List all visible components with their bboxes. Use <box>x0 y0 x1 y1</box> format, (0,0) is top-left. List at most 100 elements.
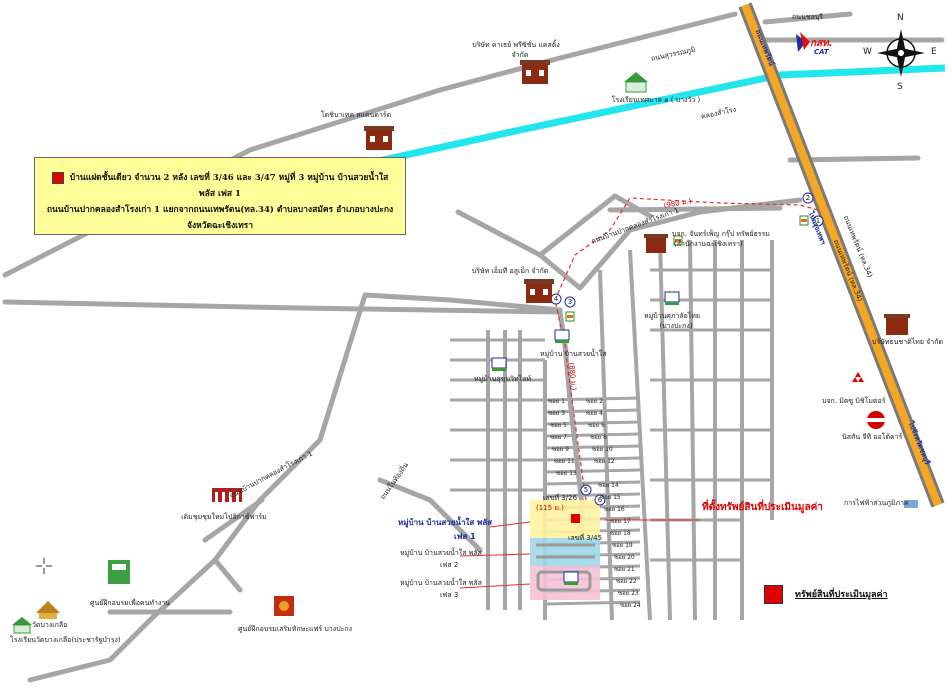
house-number-2: เลขที่ 3/45 <box>568 534 603 542</box>
temple-school-icon <box>12 617 32 634</box>
legend-swatch <box>764 585 783 604</box>
place-mitsubishi: บจก. มิตซู บิชิโมตอร์ <box>822 397 886 405</box>
soi-lines <box>450 268 772 606</box>
marker-6 <box>594 494 606 506</box>
compass-w: W <box>863 47 872 57</box>
place-temple: วัดบางเกลือ <box>32 621 68 629</box>
target-location-label: ที่ตั้งทรัพย์สินที่ประเมินมูลค่า <box>702 502 823 513</box>
local-roads <box>2 11 945 683</box>
place-village-right-2: (บางปะกง) <box>659 322 693 330</box>
place-village-right: หมู่บ้านศุภาลัยไทย <box>643 312 701 320</box>
village-icon-main <box>554 329 570 343</box>
seven-eleven-icon-2 <box>565 311 575 322</box>
cat-logo-icon <box>796 32 810 52</box>
road-label-chonburi: ถนนชลบุรี <box>792 13 824 21</box>
phase1-area <box>530 500 600 538</box>
soi-12: ซอย 12 <box>594 458 615 465</box>
building-icon-pile <box>884 314 910 335</box>
info-line-2: ถนนบ้านปากคลองสำโรงเก่า 1 แยกจากถนนเทพรั… <box>46 205 394 215</box>
marker-3 <box>564 296 576 308</box>
cat-logo-text: กสท. <box>810 38 833 49</box>
soi-3: ซอย 3 <box>548 410 565 417</box>
place-nissan: นิสสัน จีที ออโต้คาร์ <box>842 433 903 441</box>
place-plus-phase2-b: เฟส 2 <box>440 561 459 569</box>
place-school-top: โรงเรียนเทศบาล ๑ ( บางวัว ) <box>611 96 701 104</box>
highway <box>741 3 942 507</box>
phase1-pointer <box>489 521 531 528</box>
soi-21: ซอย 21 <box>614 566 635 573</box>
phase2-area <box>530 538 600 566</box>
temple-icon <box>36 601 60 619</box>
place-toshiba: โตชิบาเทค สแตนดาร์ด <box>320 111 392 119</box>
market-icon <box>212 488 242 502</box>
place-sport: ศูนย์ฝึกอบรมเสริมทักษะแฟร์ บางปะกง <box>238 625 353 633</box>
soi-7: ซอย 7 <box>550 434 567 441</box>
place-chochan: บจก. จันทร์เพ็ญ กรุ๊ป ทรัพย์ธรรม <box>672 230 770 238</box>
building-icon-toshiba <box>364 126 394 150</box>
marker-4-label: 4 <box>553 295 559 303</box>
soi-1: ซอย 1 <box>548 398 565 405</box>
place-plus-phase2: หมู่บ้าน บ้านสวยน้ำใส พลัส <box>400 549 482 557</box>
place-plus-phase3: หมู่บ้าน บ้านสวยน้ำใส พลัส <box>400 579 482 587</box>
property-info-box: บ้านแฝดชั้นเดียว จำนวน 2 หลัง เลขที่ 3/4… <box>34 157 406 235</box>
soi-4: ซอย 4 <box>586 410 603 417</box>
soi-17: ซอย 17 <box>610 518 631 525</box>
route <box>554 197 819 501</box>
compass-icon <box>877 29 925 77</box>
place-plus-phase1: หมู่บ้าน บ้านสวยน้ำใส พลัส <box>398 518 493 527</box>
property-marker-swatch <box>51 171 64 184</box>
village-icon-phase <box>563 571 579 585</box>
info-line-3: จังหวัดฉะเชิงเทรา <box>186 221 254 231</box>
soi-14: ซอย 14 <box>598 482 619 489</box>
soi-15: ซอย 15 <box>600 494 621 501</box>
target-lot <box>571 514 580 523</box>
sport-icon <box>274 596 294 616</box>
place-plus-phase1-b: เฟส 1 <box>454 532 476 541</box>
soi-19: ซอย 19 <box>612 542 633 549</box>
health-icon <box>108 560 130 584</box>
compass-s: S <box>897 82 903 92</box>
marker-3-label: 3 <box>567 298 573 306</box>
marker-5-label: 5 <box>583 486 589 494</box>
soi-20: ซอย 20 <box>614 554 635 561</box>
info-line-1: บ้านแฝดชั้นเดียว จำนวน 2 หลัง เลขที่ 3/4… <box>69 173 389 199</box>
place-electricity: การไฟฟ้าส่วนภูมิภาค <box>844 499 909 507</box>
house-number-1: เลขที่ 3/26 <box>543 494 578 502</box>
place-chochan-2: (สำนักงานฉะเชิงเทรา) <box>674 240 743 248</box>
place-cathay-l1: บริษัท คาเธย์ พรีซิชั่น แคสติ้ง <box>472 41 560 49</box>
village-icon-sukhum <box>491 357 507 371</box>
soi-9: ซอย 9 <box>552 446 569 453</box>
soi-2: ซอย 2 <box>586 398 603 405</box>
legend-label: ทรัพย์สินที่ประเมินมูลค่า <box>795 590 888 600</box>
marker-2-label: 2 <box>805 194 811 202</box>
distance-3: (115 ม.) <box>536 504 564 512</box>
building-icon-cathay <box>520 60 550 84</box>
place-village-main: หมู่บ้าน บ้านสวยน้ำใส <box>540 350 607 358</box>
mitsubishi-icon <box>852 372 864 382</box>
marker-6-label: 6 <box>597 496 603 504</box>
marker-1 <box>812 215 824 227</box>
seven-eleven-icon-1 <box>799 215 809 226</box>
place-cathay-l2: จำกัด <box>511 51 529 59</box>
soi-11: ซอย 11 <box>554 458 575 465</box>
route-markers <box>550 192 824 506</box>
soi-13: ซอย 13 <box>556 470 577 477</box>
place-temple-school: โรงเรียนวัดบางเกลือ(ประชารัฐบำรุง) <box>10 636 121 644</box>
place-village-sukhum: หมู่บ้านสุขุมวิทไลท์ <box>474 375 532 383</box>
building-icon-chochan <box>644 234 668 253</box>
place-mso: บริษัท เอ็มที อลูเม็ก จำกัด <box>471 267 549 275</box>
marker-5 <box>580 484 592 496</box>
electricity-icon <box>904 500 918 508</box>
soi-23: ซอย 23 <box>618 590 639 597</box>
cat-logo-sub: CAT <box>814 48 829 56</box>
soi-18: ซอย 18 <box>610 530 631 537</box>
soi-24: ซอย 24 <box>620 602 641 609</box>
building-icon-mso <box>524 279 554 303</box>
place-pile-company: บริษัทธนชาติไทย จำกัด <box>872 338 943 346</box>
soi-6: ซอย 6 <box>588 422 605 429</box>
place-health: ศูนย์ฝึกอบรมเพื่อคนทำงาน <box>90 599 171 607</box>
soi-8: ซอย 8 <box>590 434 607 441</box>
phase3-pointer <box>459 583 531 589</box>
marker-1-label: 1 <box>815 217 821 225</box>
